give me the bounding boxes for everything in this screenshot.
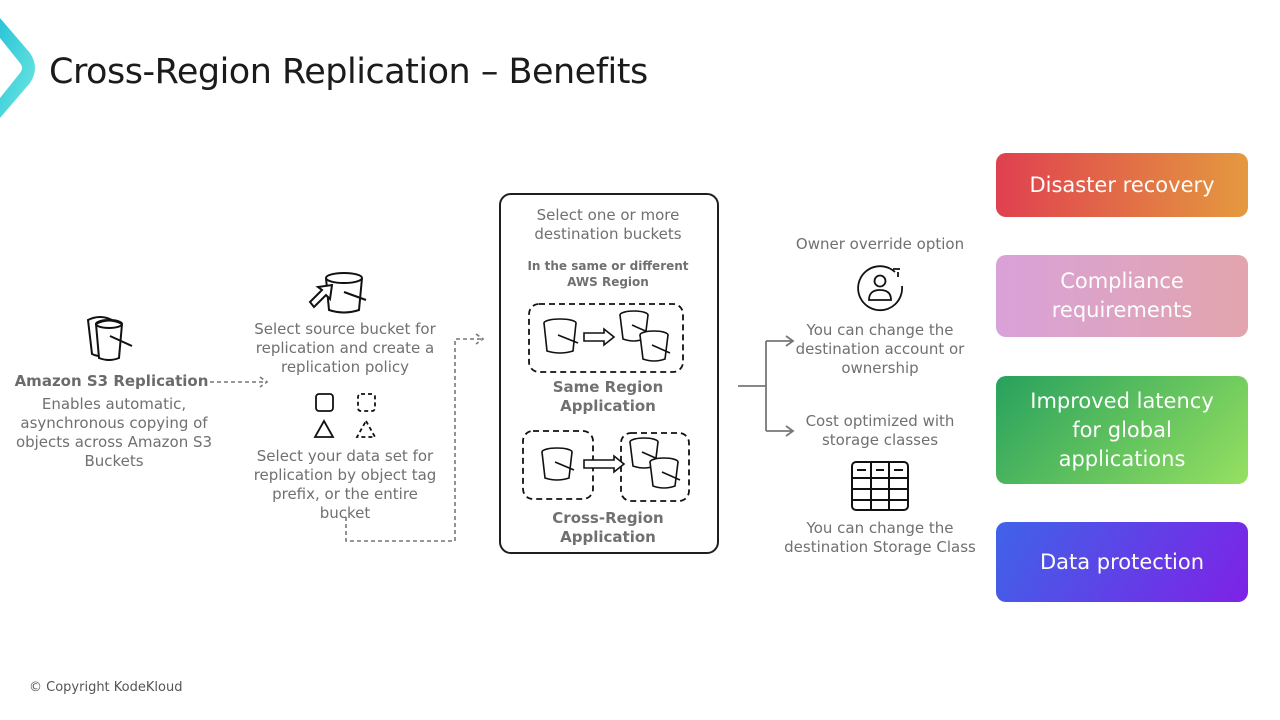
benefit-improved-latency: Improved latency for global applications [996, 376, 1248, 484]
select-source-text: Select source bucket for replication and… [254, 320, 436, 376]
copyright-footer: © Copyright KodeKloud [29, 680, 183, 695]
destination-subheading: In the same or different AWS Region [527, 259, 689, 289]
owner-override-title: Owner override option [795, 235, 965, 253]
dataset-shapes-icon [313, 393, 377, 438]
benefit-disaster-recovery: Disaster recovery [996, 153, 1248, 217]
kodekloud-logo-icon [0, 18, 35, 118]
bucket-icon [639, 330, 671, 362]
same-region-diagram [528, 303, 684, 373]
cross-region-diagram [522, 430, 690, 502]
storage-class-text: You can change the destination Storage C… [784, 519, 976, 556]
dashed-connector-to-destination [345, 333, 485, 542]
dashed-arrow-1 [210, 376, 269, 388]
page-title: Cross-Region Replication – Benefits [49, 52, 648, 92]
bucket-icon [543, 318, 579, 354]
s3-buckets-icon [86, 316, 133, 361]
benefit-compliance-requirements: Compliance requirements [996, 255, 1248, 337]
bucket-icon [541, 447, 575, 481]
bucket-cursor-icon [308, 272, 367, 314]
destination-heading: Select one or more destination buckets [534, 206, 682, 243]
owner-override-text: You can change the destination account o… [795, 321, 965, 377]
select-dataset-text: Select your data set for replication by … [253, 447, 437, 522]
storage-class-table-icon [851, 461, 909, 511]
same-region-label: Same Region Application [552, 378, 664, 415]
cost-optimized-title: Cost optimized with storage classes [805, 412, 955, 449]
s3-replication-heading: Amazon S3 Replication [14, 372, 209, 390]
benefit-data-protection: Data protection [996, 522, 1248, 602]
user-override-icon [857, 265, 903, 312]
bucket-icon [649, 457, 681, 489]
branch-connector-arrows [738, 335, 795, 437]
destination-box [499, 193, 719, 554]
cross-region-label: Cross-Region Application [552, 509, 664, 546]
s3-replication-description: Enables automatic, asynchronous copying … [15, 395, 213, 470]
